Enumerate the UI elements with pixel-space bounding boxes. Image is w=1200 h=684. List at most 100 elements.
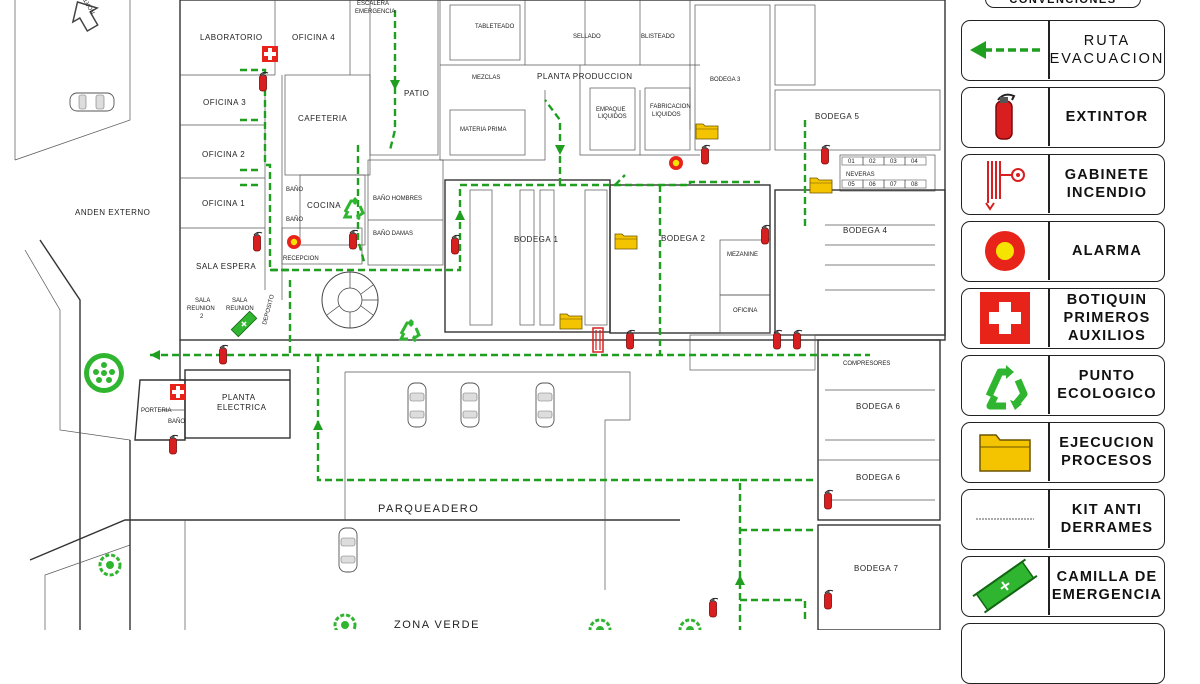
room-label: PLANTA PRODUCCION [537,72,632,81]
recycling-icon [985,365,1028,410]
evacuation-route-arrow-icon [970,41,1042,59]
fire-extinguisher-icon [709,597,719,618]
legend-label: BOTIQUIN PRIMEROS AUXILIOS [1063,292,1151,344]
tree-icon [98,553,122,577]
first-aid-kit-icon [980,292,1030,344]
legend-label: RUTA EVACUACION [1049,33,1165,67]
fire-hose-cabinet-icon [985,161,1025,211]
tree-icon [588,618,612,630]
room-label: RECEPCION [283,256,319,262]
room-label: BAÑO [286,216,303,223]
room-label: OFICINA 2 [202,150,245,159]
recycling-icon [399,318,421,343]
room-label: BODEGA 5 [815,112,860,121]
legend-panel: CONVENCIONES RUTA EVACUACION EXTINTOR GA… [955,0,1200,684]
room-label: BAÑO DAMAS [373,230,413,237]
room-label: OFICINA 4 [292,33,335,42]
fire-extinguisher-icon [761,224,771,245]
legend-item-punto: PUNTO ECOLOGICO [961,355,1165,416]
room-label: BODEGA 1 [514,235,559,244]
nevera-number: 03 [890,159,897,165]
room-label: CAFETERIA [298,114,348,123]
room-label: NEVERAS [846,172,875,178]
room-label: TABLETEADO [475,24,515,30]
room-label: PORTERIA [141,408,172,414]
alarm-icon [985,231,1025,271]
fire-hose-cabinet-icon [592,327,604,353]
room-label: BAÑO [286,186,303,193]
legend-item-extintor: EXTINTOR [961,87,1165,148]
nevera-number: 06 [869,182,876,188]
legend-item-kit: KIT ANTI DERRAMES [961,489,1165,550]
legend-header: CONVENCIONES [985,0,1141,8]
parked-car [338,527,358,573]
nevera-number: 02 [869,159,876,165]
fire-extinguisher-icon [349,229,359,250]
fire-extinguisher-icon [773,329,783,350]
area-label: PARQUEADERO [378,503,479,515]
room-label: BODEGA 4 [843,226,888,235]
room-label: BODEGA 3 [710,77,741,83]
legend-label: KIT ANTI DERRAMES [1060,502,1154,536]
alarm-icon [669,156,683,170]
room-label: OFICINA 1 [202,199,245,208]
legend-label: PUNTO ECOLOGICO [1057,368,1157,402]
legend-item-alarma: ALARMA [961,221,1165,282]
folder-icon [614,233,638,250]
room-label: SELLADO [573,34,601,40]
legend-item-partial [961,623,1165,684]
room-label: MATERIA PRIMA [460,127,507,133]
legend-item-botiquin: BOTIQUIN PRIMEROS AUXILIOS [961,288,1165,349]
folder-icon [979,434,1031,472]
room-label: COCINA [307,201,341,210]
nevera-number: 05 [848,182,855,188]
parked-car [535,382,555,428]
room-label: OFICINA [733,308,757,314]
room-label: BLISTEADO [641,34,675,40]
evacuation-floor-plan: NORTE 01 [14,0,946,630]
meeting-point-icon [84,353,124,393]
room-label: 2 [200,314,204,320]
room-label: MEZANINE [727,252,758,258]
tree-icon [678,618,702,630]
legend-item-ruta: RUTA EVACUACION [961,20,1165,81]
neveras-grid: 01 02 03 04 05 06 07 08 [841,156,927,189]
room-label: BAÑO HOMBRES [373,195,422,202]
room-label: PLANTA [222,393,256,402]
area-label: ANDEN EXTERNO [75,208,150,217]
first-aid-kit-icon [170,384,186,400]
fire-extinguisher-icon [793,329,803,350]
parked-car [407,382,427,428]
room-label: SALA [232,298,247,304]
alarm-icon [287,235,301,249]
legend-label: EJECUCION PROCESOS [1059,435,1155,469]
room-label: BODEGA 6 [856,402,901,411]
folder-icon [809,177,833,194]
nevera-number: 01 [848,159,855,165]
folder-icon [559,313,583,330]
legend-item-gabinete: GABINETE INCENDIO [961,154,1165,215]
room-label: REUNION [187,306,215,312]
nevera-number: 08 [911,182,918,188]
legend-label: ALARMA [1071,243,1143,259]
area-label: ZONA VERDE [394,619,480,630]
legend-label: EXTINTOR [1065,109,1149,125]
room-label: FABRICACION [650,104,691,110]
room-label: BODEGA 2 [661,234,706,243]
legend-item-ejecucion: EJECUCION PROCESOS [961,422,1165,483]
room-label: LABORATORIO [200,33,263,42]
fire-extinguisher-icon [451,234,461,255]
room-label: BAÑO [168,418,185,425]
room-label: PATIO [404,89,429,98]
room-label: REUNION [226,306,254,312]
first-aid-kit-icon [262,46,278,62]
stretcher-icon [230,310,258,338]
room-label: ESCALERA [357,1,389,7]
fire-extinguisher-icon [824,589,834,610]
stretcher-icon [972,558,1038,614]
room-label: MEZCLAS [472,75,500,81]
room-label: DEPOSITO [262,294,276,326]
room-label: ELECTRICA [217,403,267,412]
folder-icon [695,123,719,140]
room-label: EMERGENCIA [355,9,395,15]
